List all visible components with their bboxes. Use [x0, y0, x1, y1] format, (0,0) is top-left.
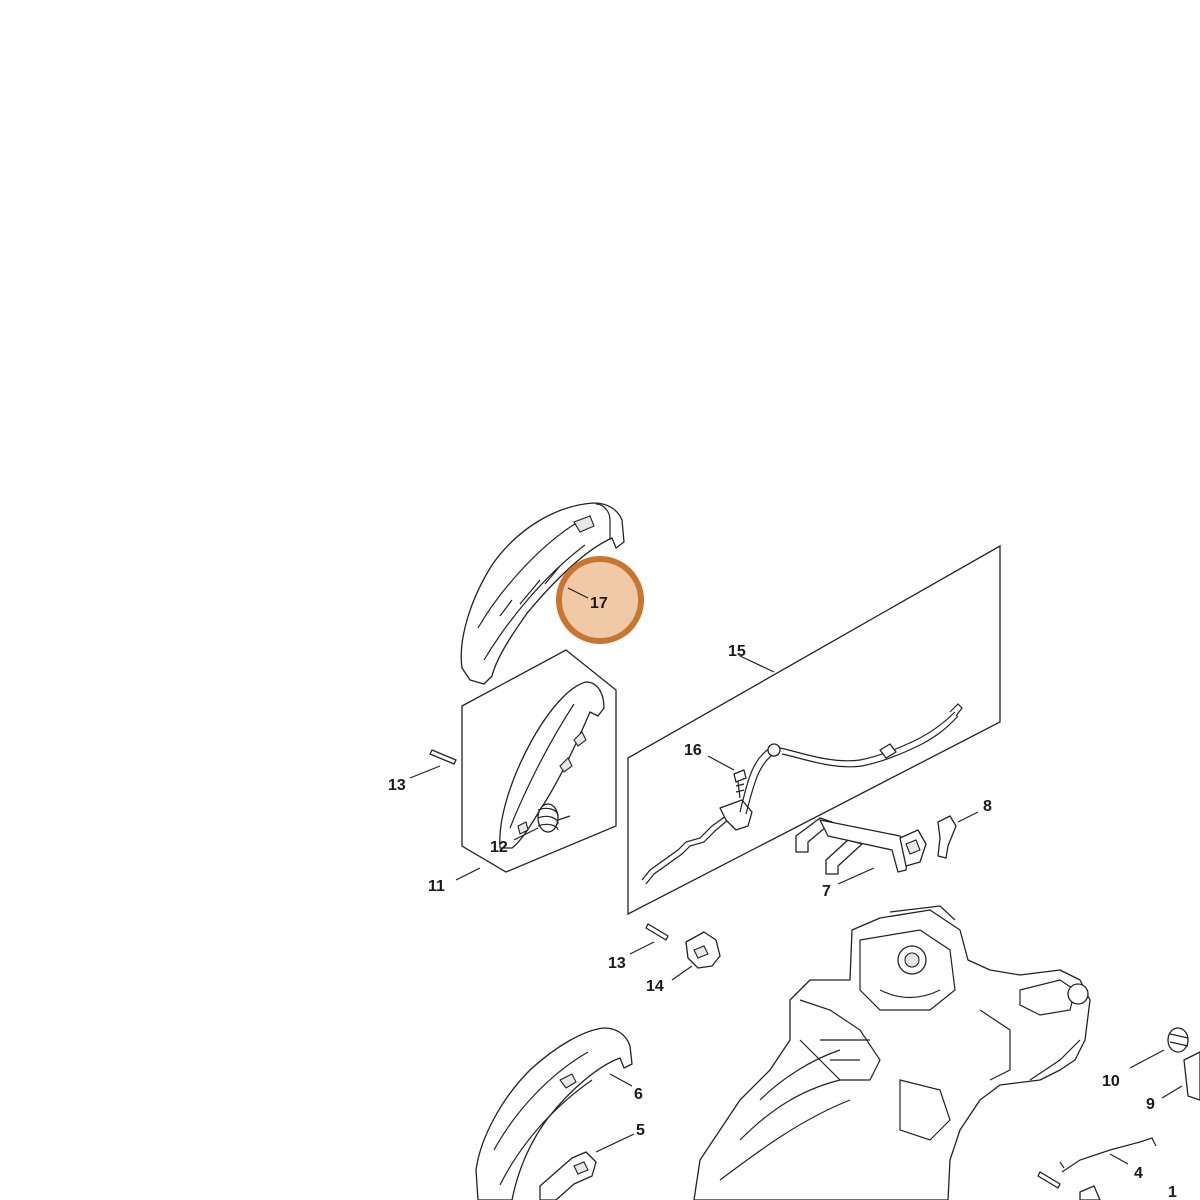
part-13-pin-lower[interactable] [645, 923, 669, 941]
part-9-bracket[interactable] [1183, 1051, 1200, 1101]
callout-13-upper[interactable]: 13 [388, 777, 406, 794]
callout-11[interactable]: 11 [428, 878, 445, 895]
callout-10[interactable]: 10 [1102, 1073, 1120, 1090]
part-14-bracket[interactable] [685, 931, 721, 969]
callout-13-lower[interactable]: 13 [608, 955, 626, 972]
part-7-throttle-shaft[interactable] [795, 817, 927, 875]
part-10-ring[interactable] [1167, 1027, 1189, 1053]
callout-14[interactable]: 14 [646, 978, 664, 995]
part-17-handle-cover[interactable] [460, 502, 625, 685]
callout-17: 17 [590, 595, 608, 612]
part-12-spring[interactable] [537, 803, 571, 833]
part-16-screw[interactable] [733, 769, 747, 799]
part-1-pin[interactable] [1037, 1171, 1101, 1200]
part-6-handle-cover[interactable] [475, 1027, 633, 1200]
part-11-handle-insert[interactable] [499, 681, 605, 849]
part-8-lever[interactable] [937, 815, 957, 859]
callout-4[interactable]: 4 [1134, 1165, 1143, 1182]
part-4-wire[interactable] [1059, 1137, 1157, 1173]
callout-15[interactable]: 15 [728, 643, 746, 660]
group-15-frame [627, 544, 1001, 916]
leader-lines [409, 655, 1183, 1165]
callout-5[interactable]: 5 [636, 1122, 645, 1139]
callout-8[interactable]: 8 [983, 798, 992, 815]
part-5-lever[interactable] [539, 1151, 597, 1200]
callout-16[interactable]: 16 [684, 742, 702, 759]
highlight-marker[interactable]: 17 [556, 556, 644, 644]
main-housing [693, 905, 1091, 1200]
part-13-pin-upper[interactable] [429, 749, 457, 765]
callout-12[interactable]: 12 [490, 839, 508, 856]
group-11-frame [461, 649, 617, 873]
callout-6[interactable]: 6 [634, 1086, 643, 1103]
callout-1[interactable]: 1 [1168, 1184, 1177, 1200]
part-15-throttle-rod[interactable] [641, 703, 963, 885]
callout-7[interactable]: 7 [822, 883, 831, 900]
callout-9[interactable]: 9 [1146, 1096, 1155, 1113]
